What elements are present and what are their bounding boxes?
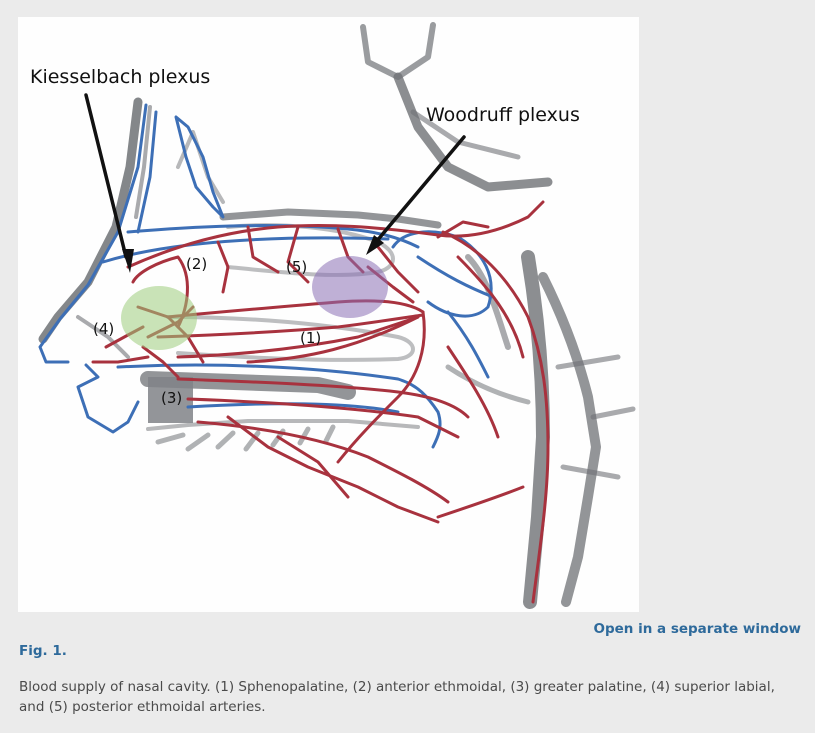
figure-caption: Blood supply of nasal cavity. (1) Spheno… bbox=[19, 679, 775, 715]
figure-label: Fig. 1. bbox=[19, 643, 67, 659]
diagram-canvas: Kiesselbach plexus Woodruff plexus (1) (… bbox=[30, 22, 636, 609]
label-3-greater-palatine: (3) bbox=[161, 389, 182, 407]
woodruff-zone bbox=[312, 256, 388, 318]
woodruff-arrowhead bbox=[366, 235, 384, 255]
kiesselbach-arrowhead bbox=[122, 249, 134, 273]
label-4-superior-labial: (4) bbox=[93, 320, 114, 338]
pointer-arrows bbox=[84, 93, 466, 259]
label-kiesselbach-plexus: Kiesselbach plexus bbox=[30, 66, 210, 88]
label-woodruff-plexus: Woodruff plexus bbox=[426, 104, 580, 126]
open-in-separate-window-link[interactable]: Open in a separate window bbox=[593, 621, 801, 637]
label-5-posterior-ethmoidal: (5) bbox=[286, 258, 307, 276]
nasal-blood-supply-diagram: Kiesselbach plexus Woodruff plexus (1) (… bbox=[18, 17, 639, 612]
label-2-anterior-ethmoidal: (2) bbox=[186, 255, 207, 273]
kiesselbach-zone bbox=[121, 286, 197, 350]
label-1-sphenopalatine: (1) bbox=[300, 329, 321, 347]
